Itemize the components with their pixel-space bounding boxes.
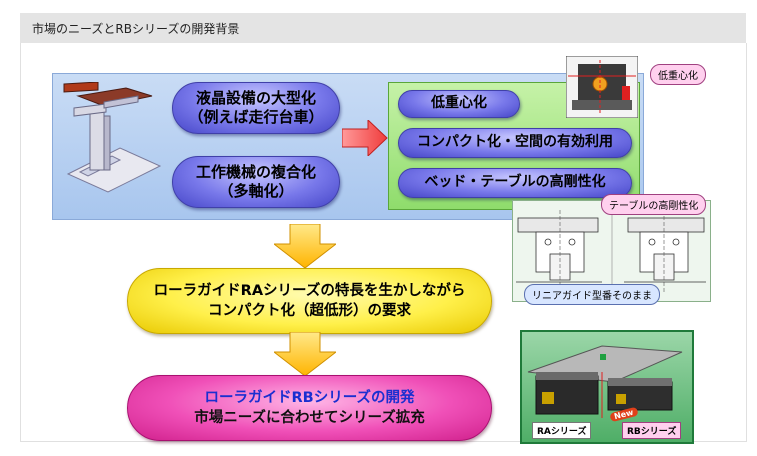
req-high-rigidity: ベッド・テーブルの高剛性化 (398, 168, 632, 198)
rail-cross-section-drawing (516, 210, 706, 292)
callout-low-center: 低重心化 (650, 64, 706, 85)
need-lcd-line1: 液晶設備の大型化 (195, 89, 316, 108)
callout-table-rigidity: テーブルの高剛性化 (601, 194, 707, 215)
yellow-arrow-down-2 (274, 332, 336, 376)
result-title: ローラガイドRBシリーズの開発 (204, 389, 415, 406)
need-lcd-line2: （例えば走行台車） (188, 108, 324, 126)
req-low-center-label: 低重心化 (431, 95, 487, 112)
req-compact-space: コンパクト化・空間の有効利用 (398, 128, 632, 158)
label-ra-series-text: RAシリーズ (537, 427, 587, 437)
lcd-equipment-illustration (63, 82, 162, 193)
label-rb-series: RBシリーズ (622, 422, 682, 439)
req-low-center-of-gravity: 低重心化 (398, 90, 520, 118)
callout-rail-standard: リニアガイド型番そのまま (524, 284, 660, 305)
callout-rail-standard-text: リニアガイド型番そのまま (532, 291, 652, 302)
callout-table-rigidity-text: テーブルの高剛性化 (609, 201, 699, 212)
label-ra-series: RAシリーズ (532, 422, 592, 439)
section-header: 市場のニーズとRBシリーズの開発背景 (20, 13, 746, 43)
product-photo-illustration (527, 345, 683, 418)
need-machine-tool-line2: （多軸化） (218, 182, 294, 200)
result-box: ローラガイドRBシリーズの開発 市場ニーズに合わせてシリーズ拡充 (127, 375, 492, 441)
label-rb-series-text: RBシリーズ (627, 427, 677, 437)
red-arrow-right (342, 120, 388, 156)
result-subtitle: 市場ニーズに合わせてシリーズ拡充 (194, 410, 425, 426)
requirement-summary-line2: コンパクト化（超低形）の要求 (208, 303, 411, 319)
low-center-diagram (566, 56, 638, 118)
need-machine-tool-line1: 工作機械の複合化 (195, 163, 316, 182)
callout-low-center-text: 低重心化 (658, 71, 698, 82)
yellow-arrow-down-1 (274, 224, 336, 268)
section-title: 市場のニーズとRBシリーズの開発背景 (32, 22, 240, 36)
req-compact-label: コンパクト化・空間の有効利用 (417, 134, 613, 151)
need-machine-tool-combination: 工作機械の複合化 （多軸化） (172, 156, 340, 208)
req-rigidity-label: ベッド・テーブルの高剛性化 (424, 174, 606, 191)
need-lcd-upsizing: 液晶設備の大型化 （例えば走行台車） (172, 82, 340, 134)
requirement-summary-line1: ローラガイドRAシリーズの特長を生かしながら (153, 282, 466, 299)
requirement-summary-box: ローラガイドRAシリーズの特長を生かしながら コンパクト化（超低形）の要求 (127, 268, 492, 334)
